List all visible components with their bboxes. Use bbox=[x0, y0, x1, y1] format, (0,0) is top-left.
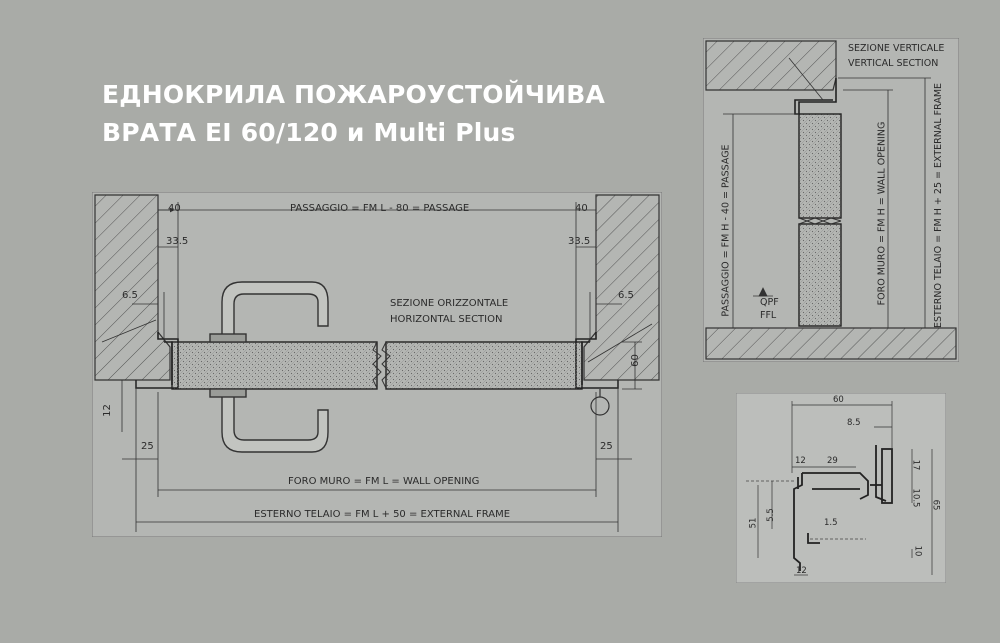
door-leaf bbox=[171, 341, 583, 390]
top-wall bbox=[705, 40, 837, 91]
vertical-section-drawing bbox=[703, 38, 959, 362]
title-line-2: ВРАТА EI 60/120 и Multi Plus bbox=[102, 118, 516, 147]
vertical-door-leaf bbox=[798, 113, 842, 327]
door-handle-top bbox=[209, 281, 329, 343]
floor bbox=[705, 327, 957, 360]
title-line-1: ЕДНОКРИЛА ПОЖАРОУСТОЙЧИВА bbox=[102, 80, 606, 109]
frame-detail-drawing bbox=[736, 393, 946, 583]
left-wall bbox=[94, 194, 171, 381]
frame-profile-detail bbox=[793, 445, 893, 571]
door-handle-bottom bbox=[209, 388, 329, 453]
horizontal-section-drawing bbox=[92, 192, 662, 537]
